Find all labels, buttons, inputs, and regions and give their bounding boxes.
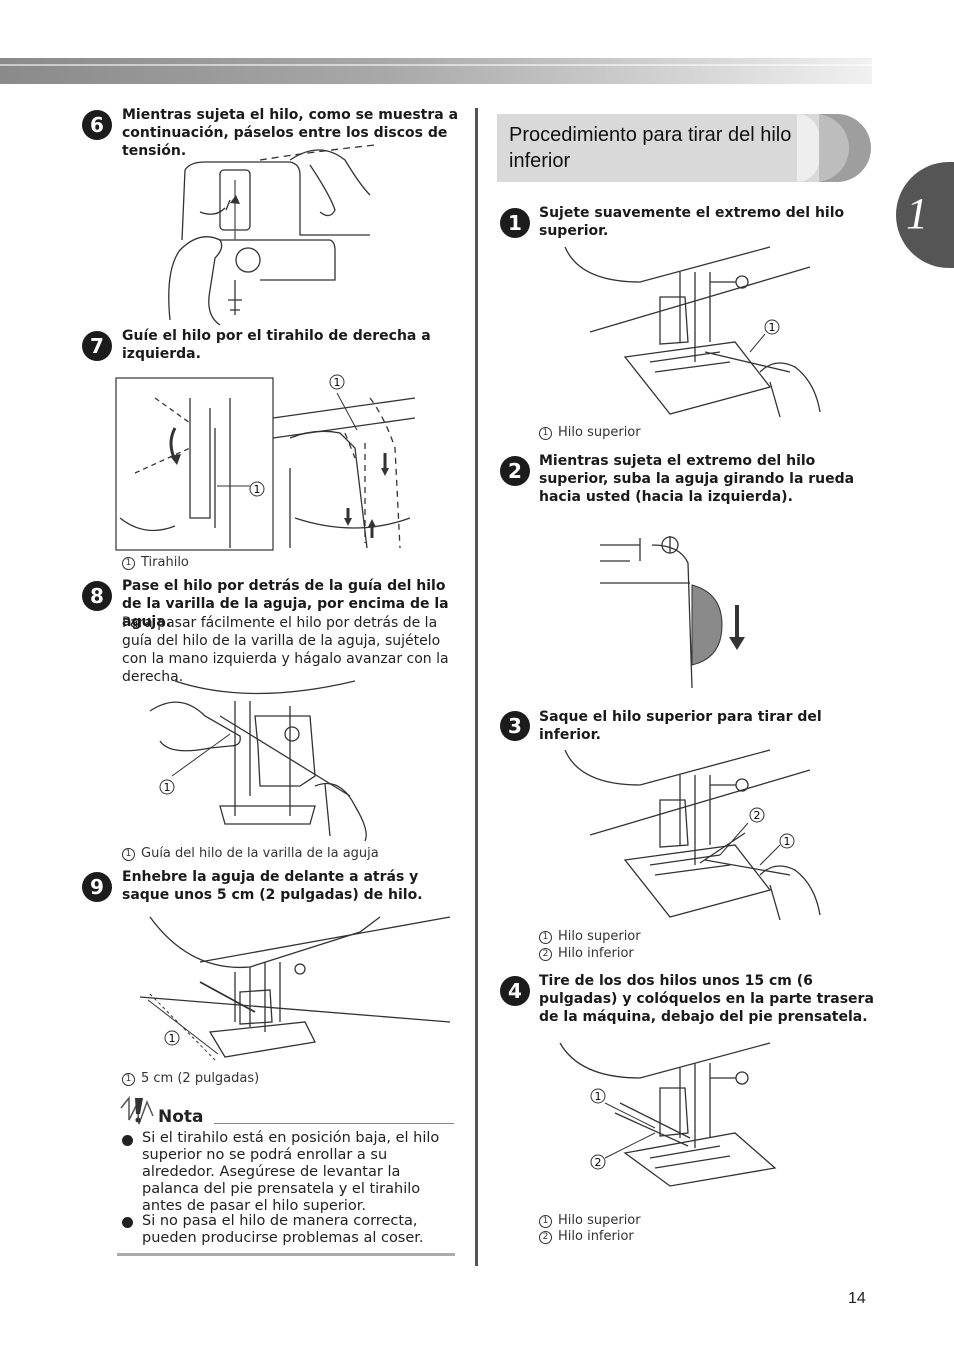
step-7-caption: 1 Tirahilo	[122, 554, 189, 571]
step-9-caption: 1 5 cm (2 pulgadas)	[122, 1070, 259, 1087]
nota-icon	[120, 1095, 154, 1125]
header-bar	[0, 58, 872, 84]
page-number: 14	[848, 1290, 866, 1307]
step-9-illustration: 1	[139, 916, 451, 1061]
caption-text: Tirahilo	[141, 555, 189, 570]
step-r3-callout-2: 2	[754, 809, 761, 822]
nota-bottom-rule	[117, 1253, 455, 1256]
step-7-text: Guíe el hilo por el tirahilo de derecha …	[122, 328, 431, 362]
step-7-callout: 1	[334, 376, 341, 389]
caption-text: Hilo superior	[558, 425, 641, 440]
step-6-number: 6	[82, 110, 112, 140]
nota-item-2: Si no pasa el hilo de manera correcta, p…	[142, 1213, 424, 1246]
caption-text: Guía del hilo de la varilla de la aguja	[141, 846, 379, 861]
step-r1-text: Sujete suavemente el extremo del hilo su…	[539, 205, 845, 239]
step-7-illustration: 1 1	[115, 374, 416, 551]
step-8-text: Pase el hilo por detrás de la guía del h…	[122, 578, 449, 630]
caption-number: 1	[122, 1073, 135, 1086]
step-r2-number: 2	[500, 456, 530, 486]
step-r1-callout: 1	[769, 321, 776, 334]
step-r2-illustration	[600, 536, 745, 689]
step-9-text: Enhebre la aguja de delante a atrás y sa…	[122, 869, 423, 903]
chapter-number: 1	[906, 189, 928, 238]
header-bar-highlight	[0, 64, 872, 66]
step-8-illustration: 1	[149, 680, 367, 842]
caption-text: Hilo superior	[558, 929, 641, 944]
step-r3-caption-1: 1 Hilo superior	[539, 928, 641, 945]
step-9-number: 9	[82, 872, 112, 902]
step-8-body: Para pasar fácilmente el hilo por detrás…	[122, 615, 449, 685]
caption-number: 2	[539, 948, 552, 961]
step-r3-illustration: 2 1	[564, 749, 821, 921]
section-header: Procedimiento para tirar del hilo inferi…	[497, 114, 871, 182]
bullet	[122, 1217, 133, 1228]
step-r4-caption-1: 1 Hilo superior	[539, 1212, 641, 1229]
step-6-text: Mientras sujeta el hilo, como se muestra…	[122, 107, 459, 159]
step-r4-text: Tire de los dos hilos unos 15 cm (6 pulg…	[539, 973, 874, 1025]
step-r4-illustration: 1 2	[559, 1042, 777, 1187]
step-r1-illustration: 1	[564, 246, 821, 418]
nota-title: Nota	[158, 1107, 204, 1127]
step-r3-number: 3	[500, 711, 530, 741]
caption-number: 1	[122, 848, 135, 861]
step-8-number: 8	[82, 581, 112, 611]
step-r3-text: Saque el hilo superior para tirar del in…	[539, 709, 822, 743]
caption-number: 1	[539, 931, 552, 944]
step-8-caption: 1 Guía del hilo de la varilla de la aguja	[122, 845, 379, 862]
step-6-illustration	[168, 144, 376, 326]
step-7-number: 7	[82, 331, 112, 361]
step-r2-text: Mientras sujeta el extremo del hilo supe…	[539, 453, 855, 505]
step-r4-callout-1: 1	[595, 1090, 602, 1103]
section-title: Procedimiento para tirar del hilo inferi…	[509, 124, 792, 172]
step-8-callout: 1	[164, 781, 171, 794]
step-r3-callout-1: 1	[784, 835, 791, 848]
column-divider	[475, 108, 478, 1266]
step-r3-caption-2: 2 Hilo inferior	[539, 945, 634, 962]
step-r4-caption-2: 2 Hilo inferior	[539, 1228, 634, 1245]
caption-text: Hilo inferior	[558, 946, 634, 961]
nota-top-rule	[214, 1123, 454, 1124]
caption-text: 5 cm (2 pulgadas)	[141, 1071, 260, 1086]
step-9-callout: 1	[169, 1032, 176, 1045]
caption-number: 2	[539, 1231, 552, 1244]
caption-number: 1	[122, 557, 135, 570]
step-r4-number: 4	[500, 976, 530, 1006]
step-r1-number: 1	[500, 208, 530, 238]
step-7-callout-b: 1	[254, 483, 261, 496]
step-r4-callout-2: 2	[595, 1156, 602, 1169]
caption-text: Hilo superior	[558, 1213, 641, 1228]
nota-item-1: Si el tirahilo está en posición baja, el…	[142, 1130, 440, 1214]
caption-number: 1	[539, 427, 552, 440]
caption-text: Hilo inferior	[558, 1229, 634, 1244]
caption-number: 1	[539, 1215, 552, 1228]
bullet	[122, 1135, 133, 1146]
step-r1-caption: 1 Hilo superior	[539, 424, 641, 441]
